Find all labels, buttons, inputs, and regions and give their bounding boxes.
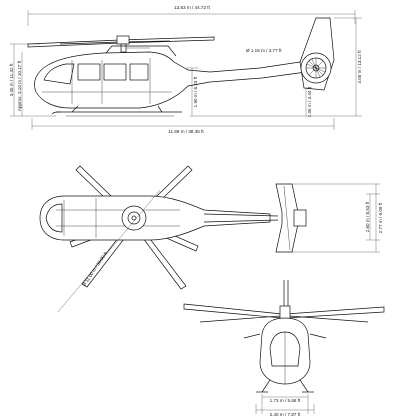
overall-length-label: 13.63 m / 44.72 ft xyxy=(174,5,210,10)
skid-inner-label: 1.73 m / 5.68 ft xyxy=(270,398,301,403)
side-view: 13.63 m / 44.72 ft xyxy=(9,5,362,134)
fuselage-length-label: 11.69 m / 38.35 ft xyxy=(168,129,204,134)
rotor-diameter-label: Ø 11.00 m / 36.09 ft xyxy=(81,250,108,287)
height-to-top-label: 3.45 m / 11.32 ft xyxy=(9,63,14,97)
tail-clearance-label: 1.05 m / 3.44 ft xyxy=(307,86,312,117)
fenestron-diameter-label: Ø 1.15 m / 3.77 ft xyxy=(246,48,282,53)
approx-height-label: Approx. 3.10 m / 10.17 ft xyxy=(17,60,22,111)
skid-outer-label: 2.40 m / 7.87 ft xyxy=(270,412,301,417)
front-view: 1.73 m / 5.68 ft 2.40 m / 7.87 ft xyxy=(183,280,385,417)
fin-span-label: 2.77 m / 9.09 ft xyxy=(378,202,383,233)
cabin-height-label: 1.90 m / 6.23 ft xyxy=(193,76,198,107)
overall-height-label: 4.00 m / 13.12 ft xyxy=(357,50,362,84)
top-view: 2.60 m / 8.53 ft 2.77 m / 9.09 ft Ø 11.0… xyxy=(39,165,383,313)
stabilizer-span-label: 2.60 m / 8.53 ft xyxy=(365,201,370,232)
